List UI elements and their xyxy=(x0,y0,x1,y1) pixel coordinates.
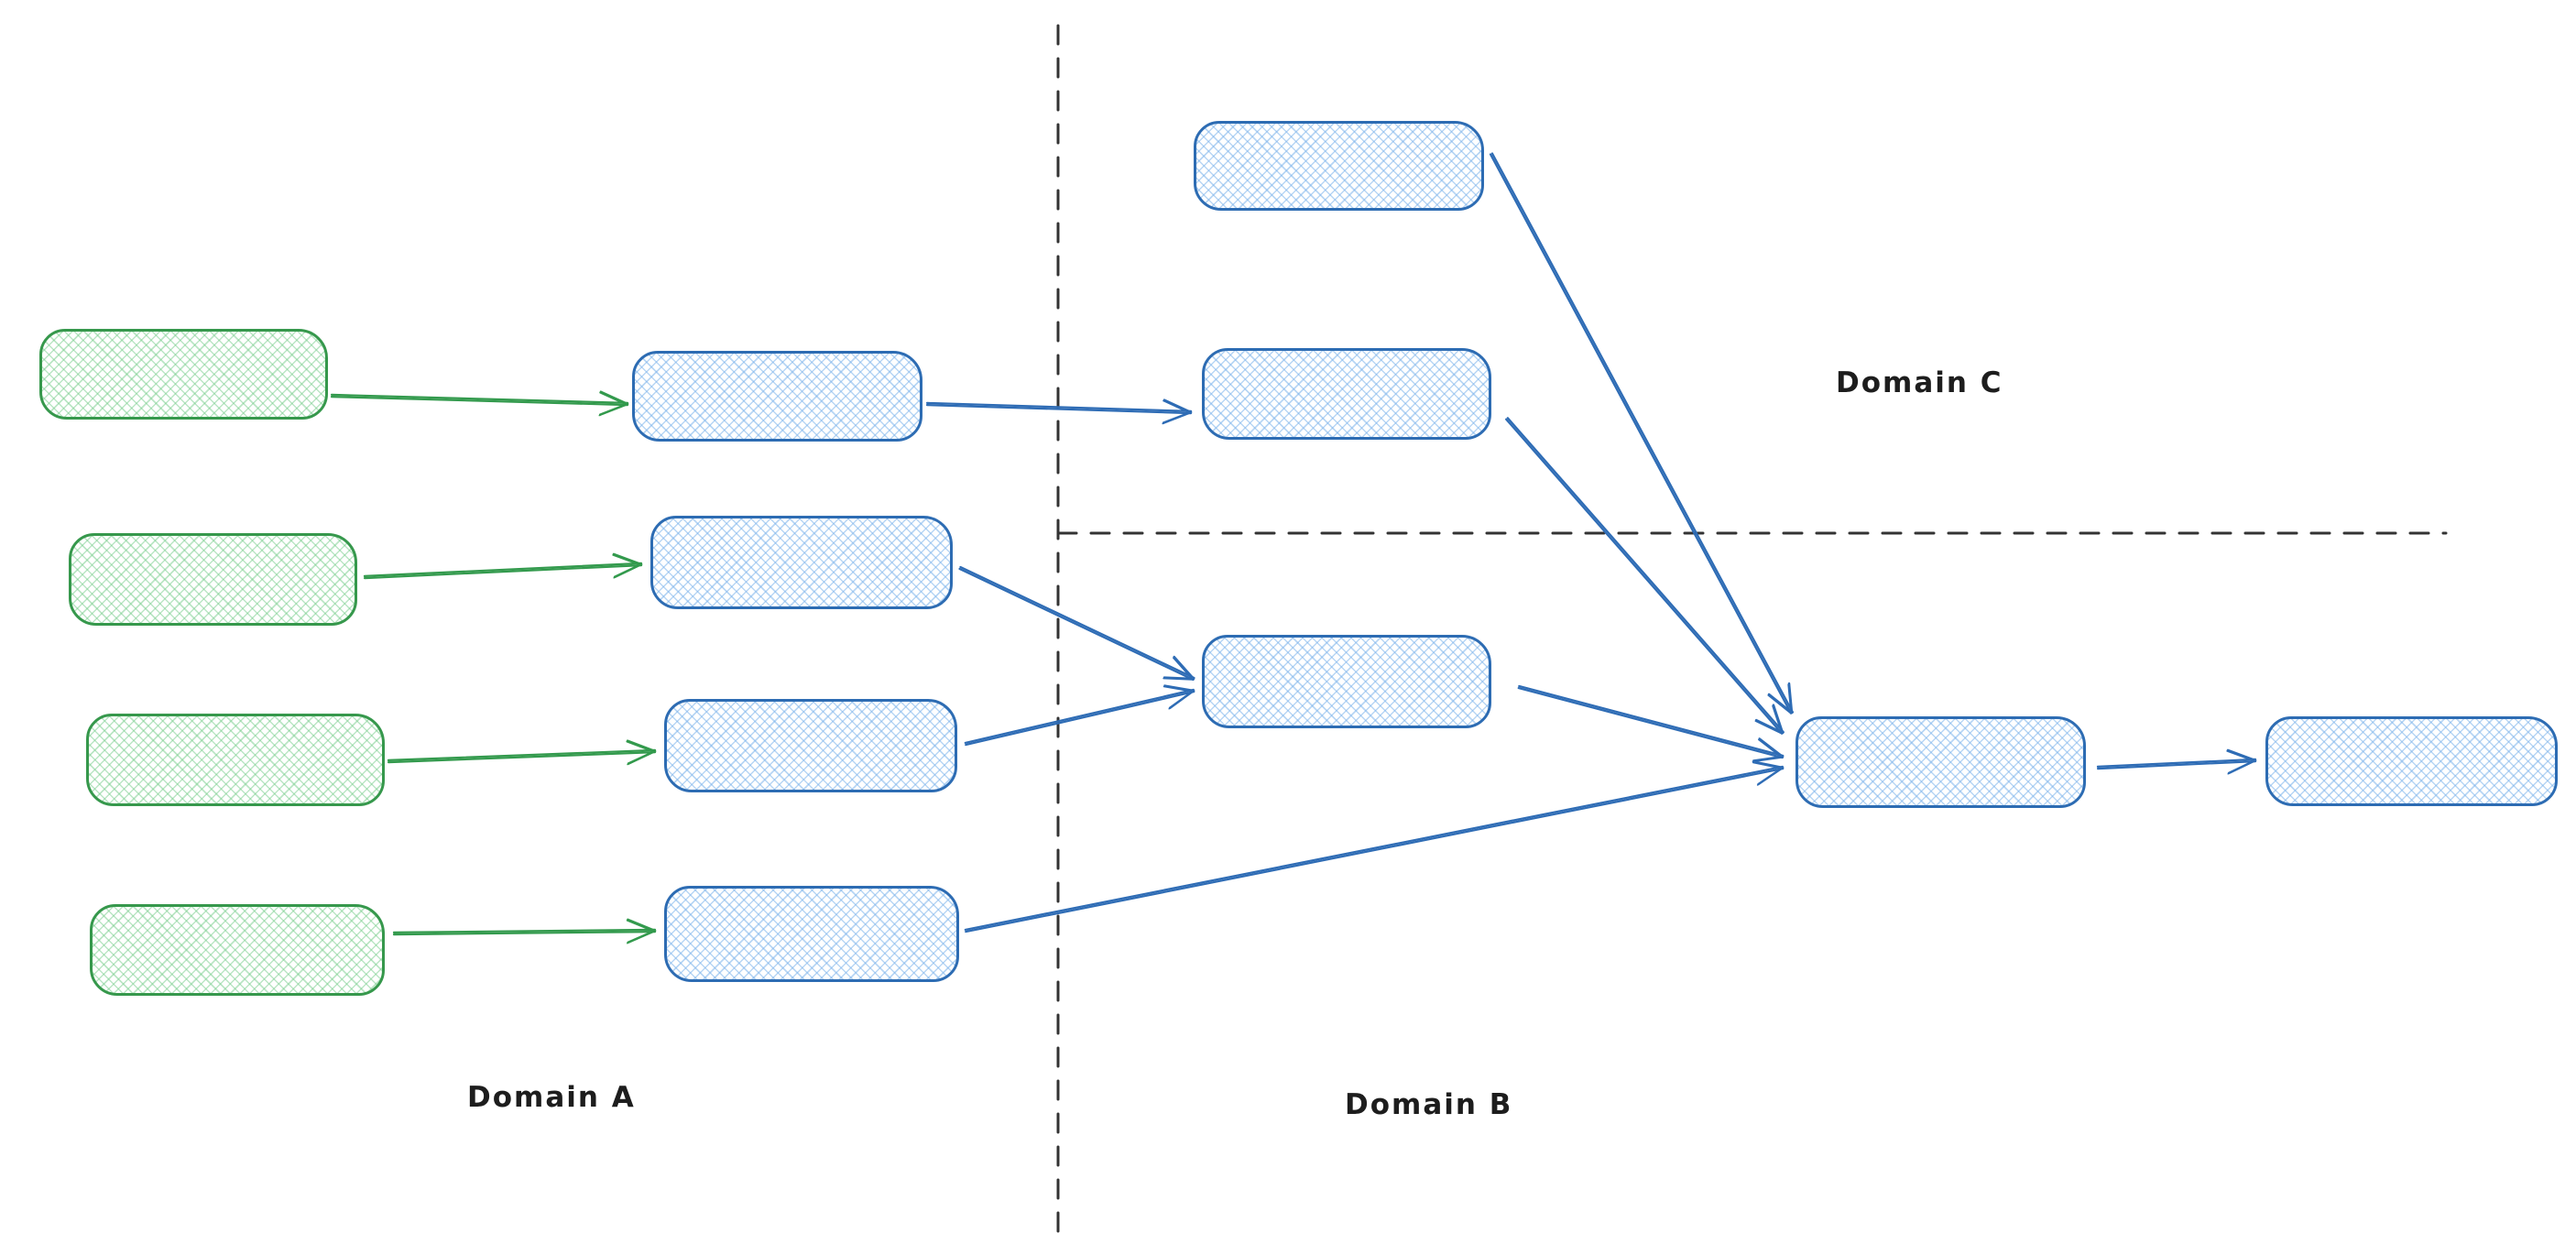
edge-target1-cmid xyxy=(925,398,1193,425)
edge-target3-bmid xyxy=(964,684,1195,747)
edge-ctop-converge xyxy=(1489,152,1795,715)
node-domain-b-box-final xyxy=(2265,716,2558,806)
node-domain-a-target-3 xyxy=(664,699,957,792)
domain-c-label: Domain C xyxy=(1836,366,2003,399)
edge-converge-final xyxy=(2096,748,2257,775)
edge-target4-converge xyxy=(964,760,1785,933)
node-domain-c-box-top xyxy=(1194,121,1484,211)
node-domain-a-target-2 xyxy=(650,516,953,609)
node-domain-a-target-4 xyxy=(664,886,959,982)
node-domain-c-box-mid xyxy=(1202,348,1491,440)
edge-target2-bmid xyxy=(958,565,1195,682)
node-domain-a-source-1 xyxy=(39,329,328,420)
node-domain-b-box-mid xyxy=(1202,635,1491,728)
domain-b-label: Domain B xyxy=(1345,1088,1513,1121)
edge-src2-target2 xyxy=(363,552,643,580)
edge-bmid-converge xyxy=(1517,684,1785,763)
node-domain-a-target-1 xyxy=(632,351,922,442)
edge-cmid-converge xyxy=(1505,417,1785,735)
domain-a-label: Domain A xyxy=(467,1081,636,1114)
edge-src3-target3 xyxy=(387,739,657,766)
node-domain-b-box-converge xyxy=(1796,716,2086,808)
node-domain-a-source-2 xyxy=(69,533,357,626)
edge-src4-target4 xyxy=(392,918,657,944)
node-domain-a-source-4 xyxy=(90,904,385,996)
edge-src1-target1 xyxy=(330,390,629,417)
node-domain-a-source-3 xyxy=(86,714,385,806)
